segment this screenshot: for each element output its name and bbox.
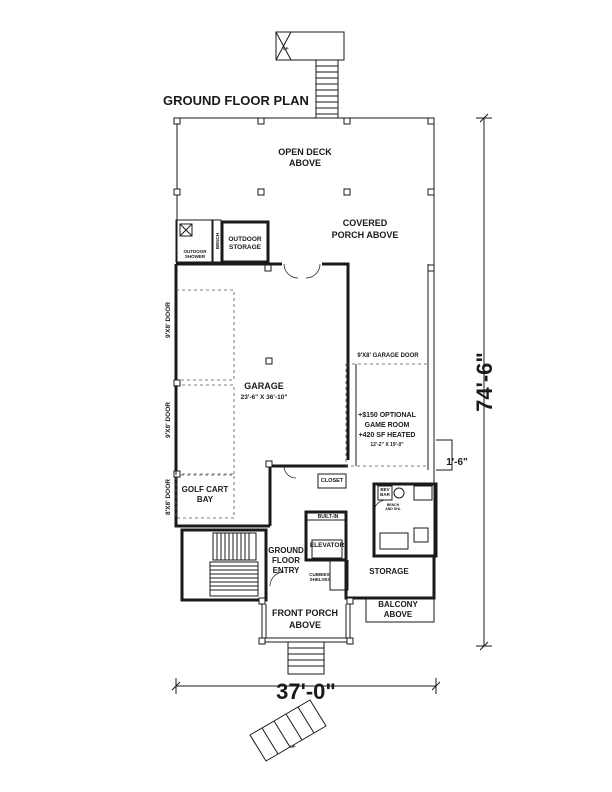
garage: GARAGE 23'-6" X 36'-10" GOLF CART BAY 9'… [165,262,350,528]
depth-dimension-label: 74'-6" [472,352,497,412]
bottom-stairs: UP [249,641,327,762]
cubbies-label-2: SHELVES [310,577,331,582]
stair-up-label-top: UP [283,46,289,51]
depth-dimension: 74'-6" [472,113,497,651]
stair-up-label-bottom: UP [290,744,296,749]
plan-title: GROUND FLOOR PLAN [163,93,309,108]
garage-door-label-2: 9'X8' DOOR [165,402,172,438]
cubbies-label-1: CUBBIES/ [309,572,331,577]
width-dimension: 37'-0" [171,678,441,704]
elevator-label: ELEVATOR [310,542,345,549]
entry-label-2: FLOOR [272,556,300,565]
storage: STORAGE [344,556,436,600]
outdoor-shower-label-2: SHOWER [185,254,206,259]
garage-label: GARAGE [244,381,284,391]
golf-cart-label-1: GOLF CART [182,485,229,494]
garage-size-label: 23'-6" X 36'-10" [241,394,288,401]
offset-dimension: 1'-6" [436,439,468,471]
balcony-label-1: BALCONY [378,600,418,609]
outdoor-utility: OUTDOOR SHOWER BENCH OUTDOOR STORAGE [175,219,270,264]
entry-label-1: GROUND [268,546,304,555]
front-porch: FRONT PORCH ABOVE [258,597,354,645]
game-room-label-2: GAME ROOM [365,422,410,429]
outdoor-storage-label-2: STORAGE [229,244,262,251]
built-in-label: BUILT-IN [318,514,339,520]
game-room-label-1: +$150 OPTIONAL [358,412,416,419]
game-garage-door-label: 9'X8' GARAGE DOOR [357,353,419,359]
covered-porch-label-1: COVERED [343,218,388,228]
outdoor-shower-label-1: OUTDOOR [184,249,208,254]
closet: CLOSET [283,465,347,489]
game-room: 9'X8' GARAGE DOOR +$150 OPTIONAL GAME RO… [345,264,429,470]
closet-label: CLOSET [321,478,344,484]
open-deck-label-1: OPEN DECK [278,147,332,157]
entry-core: BUILT-IN ELEVATOR GROUND FLOOR ENTRY CUB… [180,510,349,602]
game-room-label-3: +420 SF HEATED [359,432,416,439]
width-dimension-label: 37'-0" [276,679,336,704]
bench-label: BENCH [215,233,220,249]
outdoor-storage-label-1: OUTDOOR [228,236,262,243]
golf-cart-label-2: BAY [197,495,214,504]
open-deck-label-2: ABOVE [289,158,321,168]
garage-door-label-3: 8'X8' DOOR [165,479,172,515]
bath-area: BEV BAR BENCH AND SHL [372,482,438,558]
open-deck: OPEN DECK ABOVE [173,117,435,612]
garage-door-label-1: 9'X8' DOOR [165,302,172,338]
balcony: BALCONY ABOVE [365,598,435,623]
bev-bar-label-1: BEV [380,487,389,492]
bench-shelves-label-1: BENCH [387,503,400,507]
entry-label-3: ENTRY [273,566,300,575]
game-room-size-label: 12'-2" X 19'-0" [370,442,404,448]
bev-bar-label-2: BAR [380,492,390,497]
balcony-label-2: ABOVE [384,610,413,619]
front-porch-label-2: ABOVE [289,620,321,630]
storage-label: STORAGE [369,567,409,576]
offset-dimension-label: 1'-6" [446,457,468,468]
bench-shelves-label-2: AND SHL [385,507,401,511]
covered-porch-label-2: PORCH ABOVE [332,230,399,240]
front-porch-label-1: FRONT PORCH [272,608,338,618]
